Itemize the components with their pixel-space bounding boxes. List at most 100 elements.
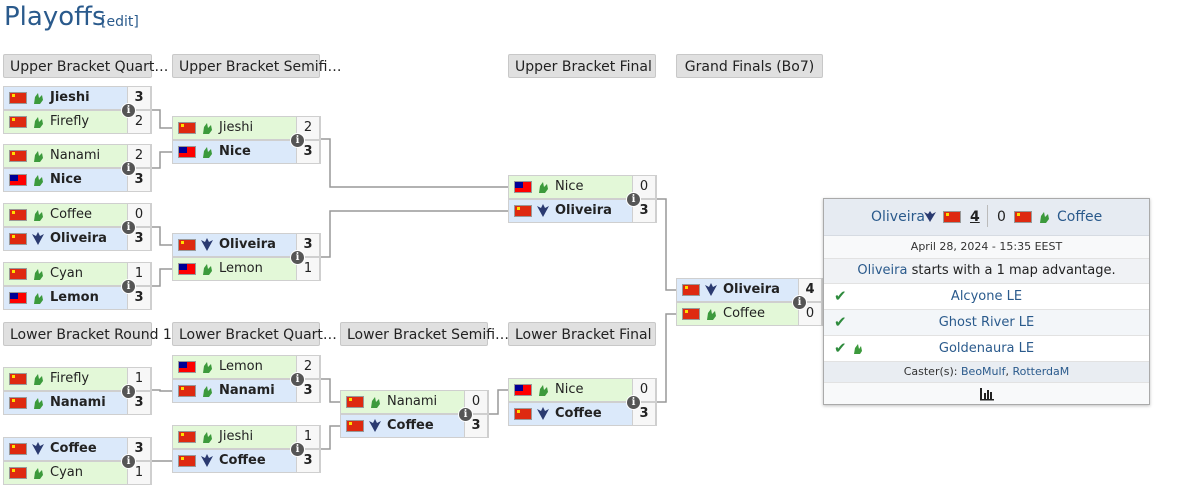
info-icon[interactable]: i (290, 250, 305, 265)
map-link-3[interactable]: Goldenaura LE (938, 341, 1035, 356)
info-icon[interactable]: i (121, 161, 136, 176)
taiwan-flag-icon (9, 292, 27, 304)
header-ubf: Upper Bracket Final (508, 54, 656, 78)
caster-link-1[interactable]: BeoMulf (961, 365, 1006, 378)
player-name[interactable]: Coffee (555, 406, 602, 421)
checkmark-icon: ✔ (834, 287, 847, 305)
china-flag-icon (9, 443, 27, 455)
zerg-race-icon (34, 151, 43, 162)
info-icon[interactable]: i (121, 220, 136, 235)
player-name[interactable]: Lemon (50, 290, 99, 305)
popup-player2[interactable]: Coffee (1057, 209, 1103, 225)
match-detail-popup: Oliveira 4 0 Coffee April 28, 2024 - 15:… (823, 198, 1150, 405)
zerg-race-icon (371, 397, 380, 408)
zerg-race-icon (203, 432, 212, 443)
player-name[interactable]: Nanami (50, 148, 101, 163)
header-lbqf: Lower Bracket Quart… (172, 322, 337, 346)
map-link-1[interactable]: Alcyone LE (950, 289, 1023, 304)
zerg-race-icon (34, 374, 43, 385)
player-name[interactable]: Nanami (50, 395, 106, 410)
zerg-race-icon (539, 385, 548, 396)
player-name[interactable]: Coffee (387, 418, 434, 433)
info-icon[interactable]: i (290, 442, 305, 457)
zerg-race-icon (34, 269, 43, 280)
terran-race-icon (369, 419, 381, 432)
info-icon[interactable]: i (121, 103, 136, 118)
player-score: 0 (632, 175, 656, 199)
zerg-race-icon (34, 175, 43, 186)
stats-row (824, 383, 1149, 407)
player-name[interactable]: Coffee (50, 441, 97, 456)
china-flag-icon (943, 211, 961, 223)
terran-race-icon (705, 283, 717, 296)
info-icon[interactable]: i (458, 407, 473, 422)
info-icon[interactable]: i (121, 454, 136, 469)
player-name[interactable]: Nice (555, 179, 584, 194)
player-name[interactable]: Nice (50, 172, 82, 187)
player-name[interactable]: Lemon (219, 261, 263, 276)
info-icon[interactable]: i (121, 384, 136, 399)
map-link-2[interactable]: Ghost River LE (938, 315, 1035, 330)
player-name[interactable]: Oliveira (50, 231, 107, 246)
terran-race-icon (201, 238, 213, 251)
player-name[interactable]: Cyan (50, 266, 83, 281)
china-flag-icon (9, 116, 27, 128)
casters-row: Caster(s): BeoMulf, RotterdaM (824, 362, 1149, 383)
map-row-3: ✔ Goldenaura LE (824, 336, 1149, 362)
player-name[interactable]: Jieshi (219, 429, 254, 444)
player-name[interactable]: Jieshi (219, 120, 254, 135)
player-name[interactable]: Nice (219, 144, 251, 159)
info-icon[interactable]: i (626, 395, 641, 410)
info-icon[interactable]: i (121, 279, 136, 294)
player-name[interactable]: Nice (555, 382, 584, 397)
terran-race-icon (537, 204, 549, 217)
popup-header: Oliveira 4 0 Coffee (824, 199, 1149, 236)
info-icon[interactable]: i (290, 133, 305, 148)
info-icon[interactable]: i (792, 295, 807, 310)
china-flag-icon (346, 420, 364, 432)
edit-link-wrap: [edit] (101, 14, 139, 30)
popup-score-divider (987, 205, 988, 227)
player-name[interactable]: Jieshi (50, 90, 90, 105)
player-name[interactable]: Nanami (387, 394, 438, 409)
zerg-race-icon (539, 182, 548, 193)
popup-player1[interactable]: Oliveira (871, 209, 925, 225)
info-icon[interactable]: i (626, 192, 641, 207)
player-name[interactable]: Oliveira (555, 203, 612, 218)
player-name[interactable]: Coffee (219, 453, 266, 468)
player-name[interactable]: Firefly (50, 371, 90, 386)
player-name[interactable]: Lemon (219, 359, 263, 374)
zerg-race-icon (203, 362, 212, 373)
player-name[interactable]: Nanami (219, 383, 275, 398)
page-title: Playoffs (4, 2, 106, 32)
header-ubqf: Upper Bracket Quart… (3, 54, 168, 78)
player-name[interactable]: Oliveira (723, 282, 780, 297)
zerg-race-icon (707, 309, 716, 320)
taiwan-flag-icon (178, 361, 196, 373)
header-grand-finals: Grand Finals (Bo7) (676, 54, 823, 78)
zerg-race-icon (203, 123, 212, 134)
player-name[interactable]: Firefly (50, 114, 90, 129)
player-name[interactable]: Coffee (723, 306, 765, 321)
bar-chart-icon[interactable] (979, 387, 995, 401)
terran-race-icon (924, 211, 936, 222)
taiwan-flag-icon (514, 384, 532, 396)
caster-link-2[interactable]: RotterdaM (1012, 365, 1070, 378)
player-name[interactable]: Coffee (50, 207, 92, 222)
info-icon[interactable]: i (290, 372, 305, 387)
player-name[interactable]: Oliveira (219, 237, 276, 252)
edit-link[interactable]: [edit] (101, 14, 139, 30)
player-name[interactable]: Cyan (50, 465, 83, 480)
advantage-player-link[interactable]: Oliveira (857, 263, 908, 278)
header-lbsf: Lower Bracket Semifi… (340, 322, 509, 346)
match-date: April 28, 2024 - 15:35 EEST (824, 236, 1149, 259)
